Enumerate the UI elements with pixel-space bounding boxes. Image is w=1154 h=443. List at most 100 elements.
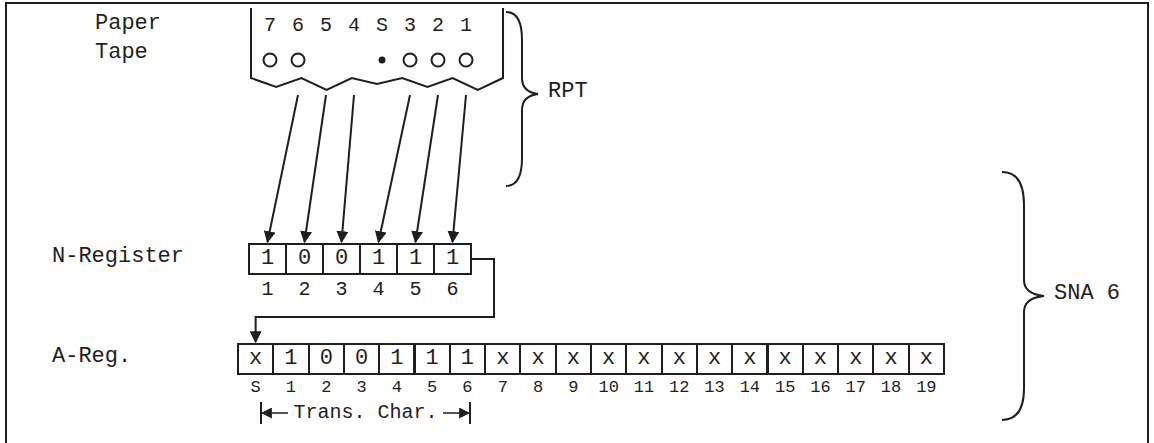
tape-hole (380, 58, 385, 63)
n-register-bit: 1 (396, 243, 435, 275)
tape-hole (460, 54, 473, 67)
a-register-bit: x (661, 343, 698, 375)
tape-hole (264, 54, 277, 67)
a-register-bit: 1 (378, 343, 415, 375)
bit-value: x (249, 346, 262, 371)
trans-char-label: Trans. Char. (288, 400, 442, 426)
bit-value: 1 (284, 346, 297, 371)
n-register-bit: 0 (322, 243, 361, 275)
tape-hole (292, 54, 305, 67)
bit-value: 1 (446, 246, 459, 271)
bit-value: x (567, 346, 580, 371)
a-bit-number: 16 (810, 379, 830, 398)
a-bit-number: 17 (846, 379, 866, 398)
n-bit-number: 6 (446, 279, 458, 301)
n-bit-number: 3 (335, 279, 347, 301)
n-register-bit: 1 (433, 243, 472, 275)
a-register-bit: 0 (343, 343, 380, 375)
a-register-bit: x (590, 343, 627, 375)
frame (6, 3, 1148, 443)
bit-value: 1 (390, 346, 403, 371)
paper-tape: 7654S321 (250, 8, 504, 92)
n-bit-number: 4 (372, 279, 384, 301)
bit-value: x (673, 346, 686, 371)
n-register-bit: 0 (285, 243, 324, 275)
a-bit-number: 3 (356, 379, 366, 398)
a-bit-number: 11 (634, 379, 654, 398)
bit-value: 1 (426, 346, 439, 371)
read-arrow (305, 95, 327, 242)
a-bit-number: 2 (321, 379, 331, 398)
tape-hole (292, 54, 305, 67)
bit-value: 1 (409, 246, 422, 271)
bit-value: x (884, 346, 897, 371)
a-bit-number: 12 (669, 379, 689, 398)
a-bit-number: 13 (704, 379, 724, 398)
bit-value: x (920, 346, 933, 371)
bit-value: x (496, 346, 509, 371)
tape-edge (251, 8, 503, 90)
a-bit-number: S (251, 379, 261, 398)
bit-value: 1 (461, 346, 474, 371)
span-tick (260, 402, 262, 424)
a-register-bit: x (519, 343, 556, 375)
bit-value: x (637, 346, 650, 371)
read-arrow (379, 95, 411, 242)
bit-value: x (602, 346, 615, 371)
a-bit-number: 10 (598, 379, 618, 398)
tape-hole (432, 54, 445, 67)
bit-value: 0 (298, 246, 311, 271)
a-register-bit: x (767, 343, 804, 375)
bit-value: 0 (355, 346, 368, 371)
a-bit-number: 15 (775, 379, 795, 398)
bit-value: x (849, 346, 862, 371)
sna-label: SNA 6 (1054, 280, 1120, 309)
a-register-bit: x (731, 343, 768, 375)
a-register-bit: x (908, 343, 945, 375)
channel-numbers: 7654S321 (250, 8, 488, 37)
sna-brace (1002, 172, 1044, 420)
a-bit-number: 19 (916, 379, 936, 398)
a-register-bit: x (696, 343, 733, 375)
bit-value: 0 (335, 246, 348, 271)
tape-hole (460, 54, 473, 67)
a-bit-number: 9 (568, 379, 578, 398)
tape-hole (404, 54, 417, 67)
tape-hole (404, 54, 417, 67)
tape-hole (264, 54, 277, 67)
bit-value: x (531, 346, 544, 371)
a-register-bit: x (625, 343, 662, 375)
bit-value: x (779, 346, 792, 371)
a-bit-number: 18 (881, 379, 901, 398)
a-register-bit: x (555, 343, 592, 375)
read-arrow (416, 95, 439, 242)
span-tick (469, 402, 471, 424)
read-arrow (453, 95, 467, 242)
read-arrow (268, 95, 299, 242)
a-bit-number: 8 (533, 379, 543, 398)
a-bit-number: 4 (392, 379, 402, 398)
a-bit-number: 7 (498, 379, 508, 398)
n-register-bit: 1 (359, 243, 398, 275)
a-register-bit: x (484, 343, 521, 375)
bit-value: 1 (261, 246, 274, 271)
register-name: N-Register (52, 243, 184, 272)
a-bit-number: 14 (740, 379, 760, 398)
n-bit-number: 1 (261, 279, 273, 301)
n-register-bit: 1 (248, 243, 287, 275)
read-arrow (342, 95, 355, 242)
a-register-bit: x (837, 343, 874, 375)
a-register-bit: x (237, 343, 274, 375)
bit-value: x (708, 346, 721, 371)
rpt-label: RPT (548, 78, 588, 107)
a-register-bit: 1 (272, 343, 309, 375)
n-bit-number: 2 (298, 279, 310, 301)
bit-value: x (743, 346, 756, 371)
tape-label: Paper Tape (95, 10, 185, 67)
a-bit-number: 1 (286, 379, 296, 398)
bit-value: 1 (372, 246, 385, 271)
a-bit-number: 6 (462, 379, 472, 398)
bit-value: 0 (320, 346, 333, 371)
